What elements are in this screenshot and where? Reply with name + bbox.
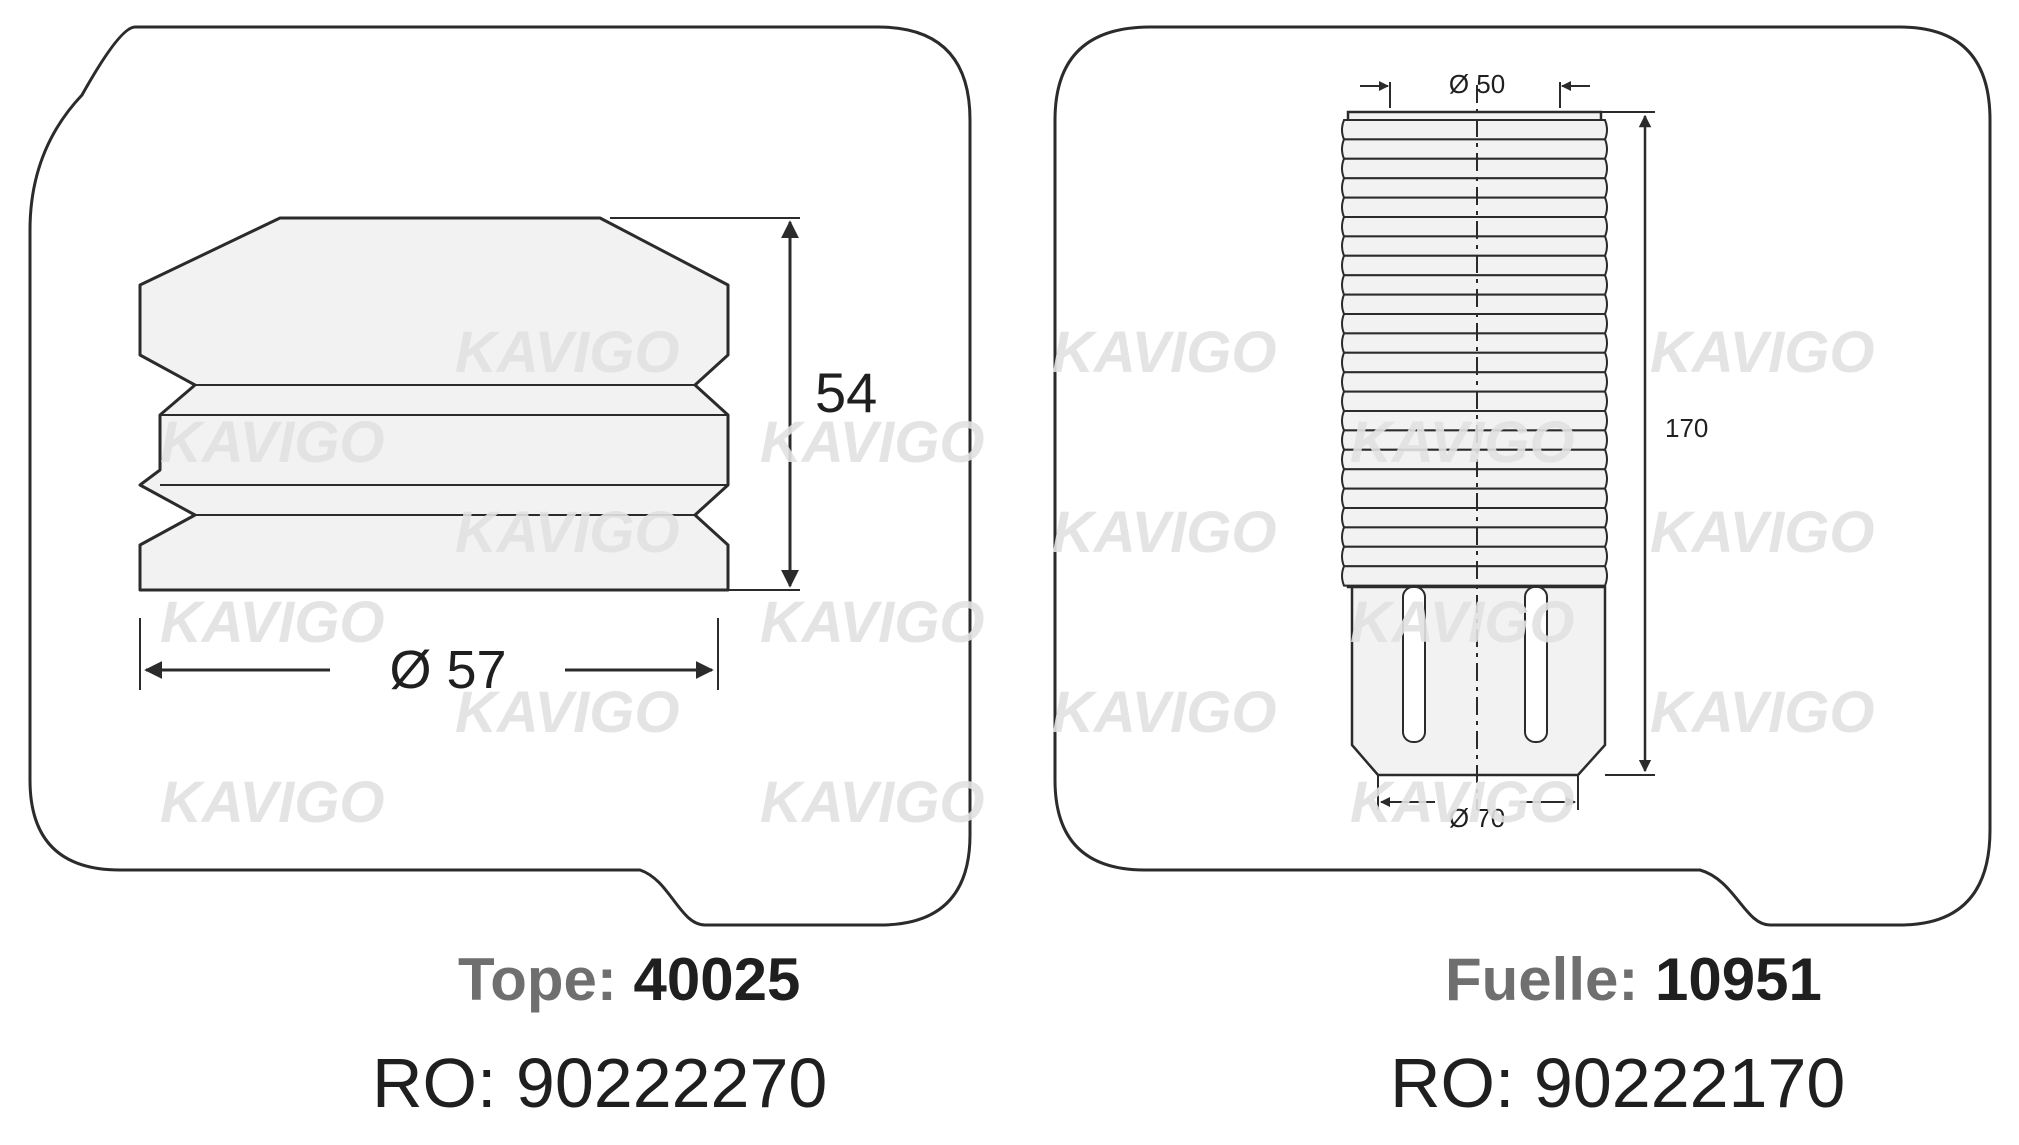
dust-boot-ro-number: 90222170: [1533, 1044, 1846, 1122]
dust-boot-rib: [1341, 371, 1608, 393]
watermark-logo: KAVIGO: [160, 410, 385, 475]
bump-stop-ro-label: RO:: [372, 1044, 497, 1122]
dust-boot-bottom-diameter-dimension: Ø 70: [1377, 775, 1579, 833]
bump-stop-ro: RO: 90222270: [372, 1048, 827, 1118]
bump-stop-drawing: [138, 216, 730, 592]
bump-stop-body: [138, 216, 730, 592]
dust-boot-rib: [1341, 313, 1608, 335]
dust-boot-slot: [1524, 586, 1548, 743]
dust-boot-rib: [1341, 545, 1608, 568]
watermark-logo: KAVIGO: [760, 590, 985, 655]
watermark-logo: KAVIGO: [455, 320, 680, 385]
dust-boot-ribs: [1341, 119, 1608, 587]
dust-boot-rib: [1341, 526, 1608, 548]
watermark-logo: KAVIGO: [1350, 770, 1575, 835]
watermark-logo: KAVIGO: [760, 770, 985, 835]
dust-boot-drawing: [1341, 85, 1608, 810]
dust-boot-rib: [1341, 565, 1608, 587]
watermark-logo: KAVIGO: [1350, 410, 1575, 475]
watermark-logo: KAVIGO: [160, 590, 385, 655]
watermark-logo: KAVIGO: [160, 770, 385, 835]
watermark-logo: KAVIGO: [760, 410, 985, 475]
dust-boot-rib: [1341, 507, 1608, 529]
watermark-logo: KAVIGO: [1650, 320, 1875, 385]
bump-stop-diameter-dimension: Ø 57: [139, 618, 719, 700]
watermark-logo: KAVIGO: [1650, 680, 1875, 745]
dust-boot-rib: [1341, 119, 1608, 141]
dust-boot-rib: [1341, 487, 1608, 509]
dust-boot-rib: [1341, 196, 1608, 218]
dust-boot-bottom-diameter-label: Ø 70: [1449, 803, 1505, 833]
dust-boot-caption-label: Fuelle:: [1445, 946, 1639, 1013]
watermark-logo: KAVIGO: [455, 500, 680, 565]
dust-boot-ro: RO: 90222170: [1390, 1048, 1845, 1118]
dust-boot-top-diameter-dimension: Ø 50: [1360, 69, 1590, 108]
watermark-logo: KAVIGO: [1350, 590, 1575, 655]
watermark-layer: KAVIGO KAVIGO KAVIGO KAVIGO KAVIGO KAVIG…: [160, 320, 1875, 835]
bump-stop-ro-number: 90222270: [515, 1044, 828, 1122]
watermark-logo: KAVIGO: [1052, 320, 1277, 385]
dust-boot-rib: [1341, 390, 1608, 412]
dust-boot-caption: Fuelle: 10951: [1445, 950, 1822, 1010]
watermark-logo: KAVIGO: [455, 680, 680, 745]
dust-boot-height-dimension: 170: [1601, 111, 1708, 776]
bump-stop-diameter-label: Ø 57: [389, 640, 506, 700]
dust-boot-rib: [1341, 351, 1608, 374]
bump-stop-part-number: 40025: [633, 946, 801, 1013]
dust-boot-rib: [1341, 274, 1608, 296]
dust-boot-part-number: 10951: [1655, 946, 1822, 1013]
dust-boot-rib: [1341, 254, 1608, 277]
bump-stop-caption-label: Tope:: [458, 946, 617, 1013]
bump-stop-height-dimension: 54: [610, 217, 877, 591]
dust-boot-ro-label: RO:: [1390, 1044, 1515, 1122]
dust-boot-top-diameter-label: Ø 50: [1449, 69, 1505, 99]
bump-stop-height-label: 54: [815, 361, 877, 424]
left-panel-frame: [28, 25, 972, 927]
dust-boot-rib: [1341, 216, 1608, 238]
dust-boot-rib: [1341, 138, 1608, 160]
dust-boot-slot: [1402, 586, 1426, 743]
watermark-logo: KAVIGO: [1650, 500, 1875, 565]
dust-boot-rib: [1341, 293, 1608, 315]
watermark-logo: KAVIGO: [1052, 500, 1277, 565]
dust-boot-rib: [1341, 157, 1608, 180]
dust-boot-rib: [1341, 177, 1608, 199]
dust-boot-rib: [1341, 235, 1608, 257]
dust-boot-height-label: 170: [1665, 413, 1708, 443]
right-panel-frame: [1053, 25, 1992, 927]
watermark-logo: KAVIGO: [1052, 680, 1277, 745]
dust-boot-rib: [1341, 332, 1608, 354]
bump-stop-caption: Tope: 40025: [458, 950, 800, 1010]
